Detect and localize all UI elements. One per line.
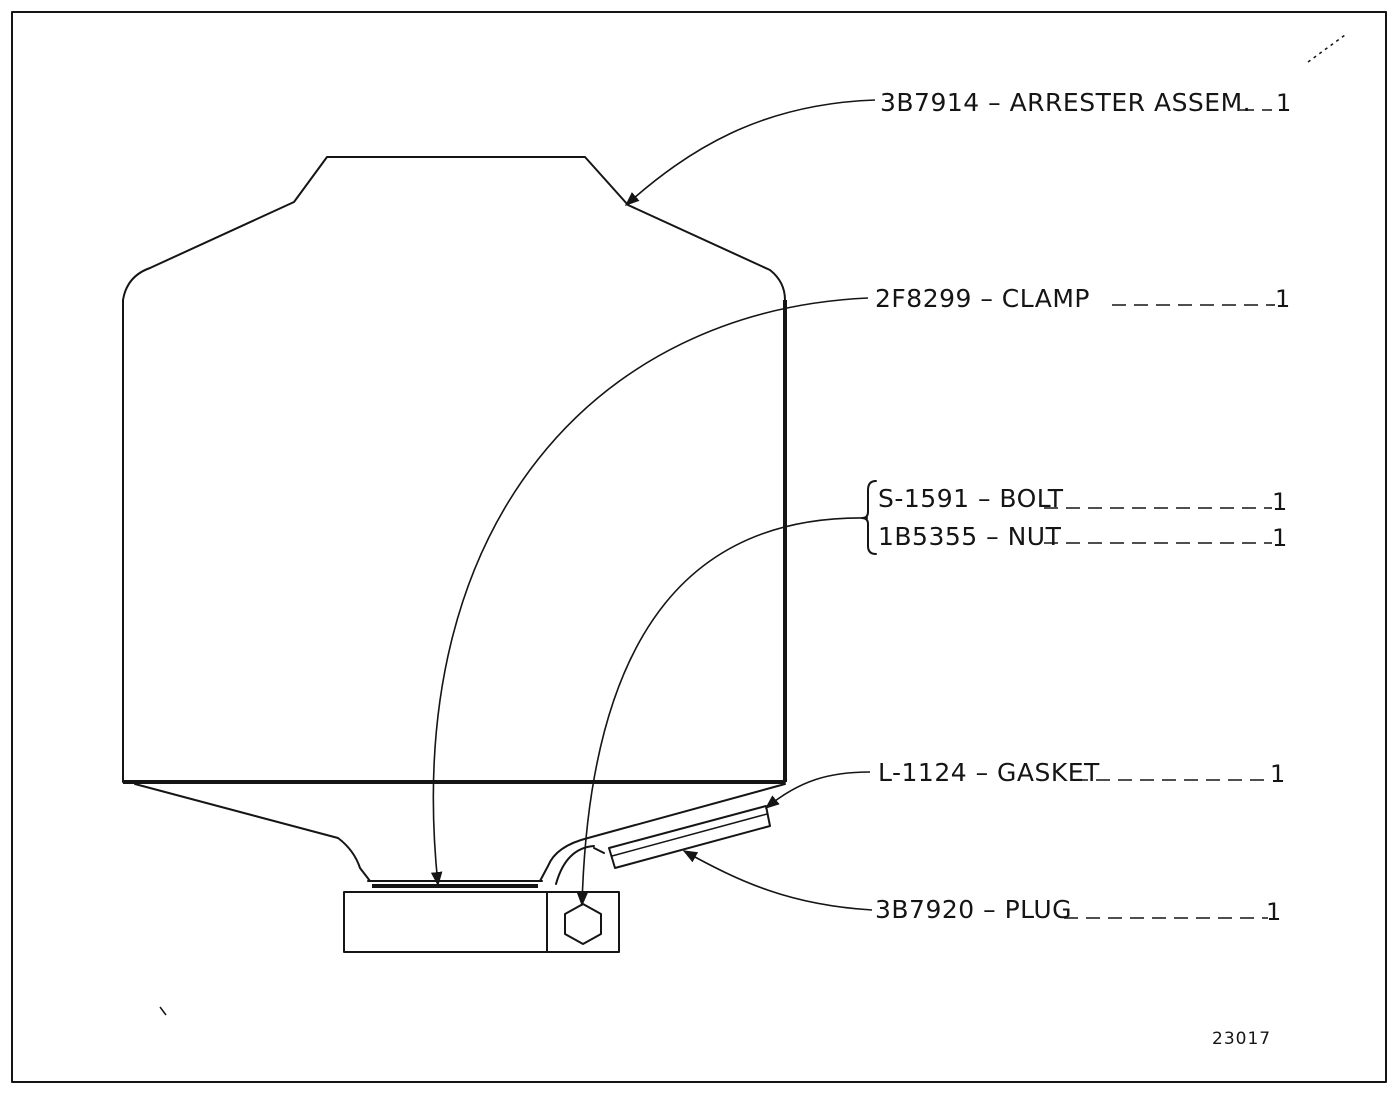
scan-mark (1307, 34, 1346, 63)
clamp-block (343, 845, 620, 953)
plug-assembly (593, 805, 771, 869)
bolt-hex-icon (564, 903, 602, 945)
label-plug: 3B7920 – PLUG (875, 895, 1072, 924)
label-gasket: L-1124 – GASKET (878, 758, 1100, 787)
qty-gasket: 1 (1270, 760, 1285, 788)
qty-plug: 1 (1266, 898, 1281, 926)
label-clamp: 2F8299 – CLAMP (875, 284, 1090, 313)
scan-mark (159, 1006, 167, 1016)
label-arrester-assem: 3B7914 – ARRESTER ASSEM. (880, 88, 1251, 117)
quantity-leaders (1044, 109, 1275, 919)
qty-nut: 1 (1272, 524, 1287, 552)
drawing-frame (11, 11, 1387, 1083)
label-bolt: S-1591 – BOLT (878, 484, 1064, 513)
figure-number: 23017 (1212, 1029, 1271, 1049)
qty-clamp: 1 (1275, 285, 1290, 313)
arrester-body (122, 156, 787, 888)
leader-lines (430, 99, 877, 911)
qty-arrester-assem: 1 (1276, 89, 1291, 117)
label-nut: 1B5355 – NUT (878, 522, 1062, 551)
qty-bolt: 1 (1272, 488, 1287, 516)
